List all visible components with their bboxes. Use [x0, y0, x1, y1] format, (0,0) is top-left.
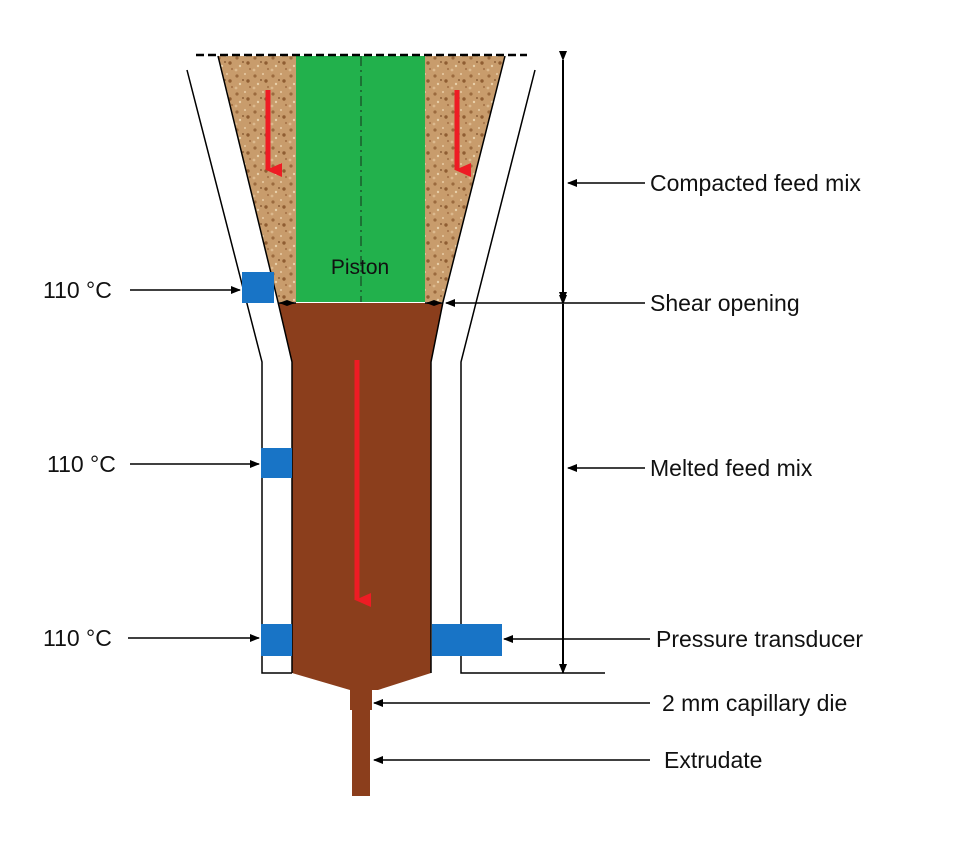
- label-pressure-transducer: Pressure transducer: [656, 626, 863, 652]
- capillary-die: [350, 688, 372, 710]
- pressure-transducer: [432, 624, 502, 656]
- piston-label: Piston: [331, 256, 389, 279]
- label-extrudate: Extrudate: [664, 747, 762, 773]
- barrel-walls: [186, 55, 605, 674]
- extrudate: [352, 708, 370, 796]
- label-capillary-die: 2 mm capillary die: [662, 690, 847, 716]
- temperature-sensor-bottom: [261, 624, 292, 656]
- melted-feed: [278, 303, 443, 690]
- label-compacted-feed-mix: Compacted feed mix: [650, 170, 861, 196]
- compacted-feed-right: [425, 56, 505, 302]
- label-temperature-middle: 110 °C: [47, 451, 116, 477]
- label-shear-opening: Shear opening: [650, 290, 800, 316]
- temperature-sensor-top: [242, 272, 274, 303]
- compacted-feed-left: [218, 56, 296, 302]
- label-melted-feed-mix: Melted feed mix: [650, 455, 813, 481]
- label-temperature-bottom: 110 °C: [43, 625, 112, 651]
- temperature-sensor-middle: [261, 448, 292, 478]
- label-temperature-top: 110 °C: [43, 277, 112, 303]
